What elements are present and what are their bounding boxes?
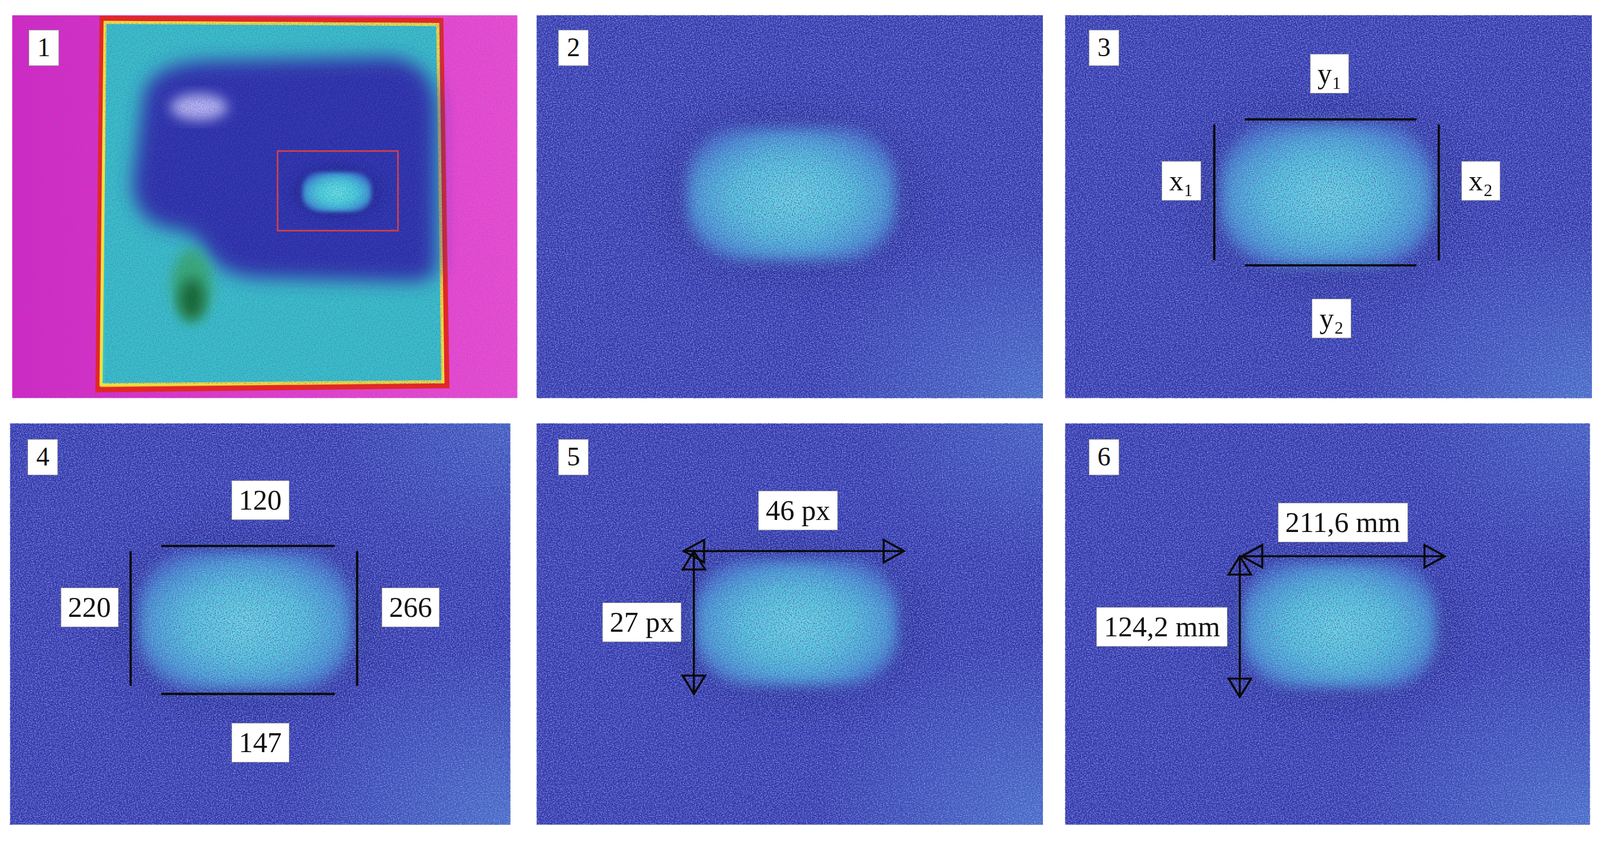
thermal-closeup [10, 15, 1592, 825]
panel-number: 4 [27, 438, 58, 476]
panel-number: 1 [28, 29, 60, 66]
panel-number: 6 [1088, 438, 1120, 476]
edge-value: 147 [231, 722, 290, 763]
edge-label: x₂ [1461, 161, 1501, 201]
boundary-lines [1214, 119, 1439, 266]
panel-number: 5 [558, 438, 589, 476]
dimension-label: 124,2 mm [1096, 606, 1228, 647]
edge-label: y₂ [1311, 298, 1351, 339]
edge-value: 266 [381, 587, 440, 627]
edge-label: y₁ [1310, 53, 1349, 94]
edge-value: 220 [60, 587, 119, 627]
thermal-overview [12, 15, 517, 399]
edge-value: 120 [231, 480, 290, 520]
panel-number: 2 [558, 29, 589, 66]
dimension-arrows [1228, 544, 1445, 697]
panel-number: 3 [1088, 29, 1120, 66]
dimension-label: 27 px [602, 602, 682, 642]
dimension-label: 46 px [758, 490, 838, 531]
dimension-arrows [682, 539, 904, 694]
edge-label: x₁ [1161, 161, 1201, 201]
dimension-label: 211,6 mm [1277, 502, 1409, 543]
boundary-lines [130, 545, 358, 694]
